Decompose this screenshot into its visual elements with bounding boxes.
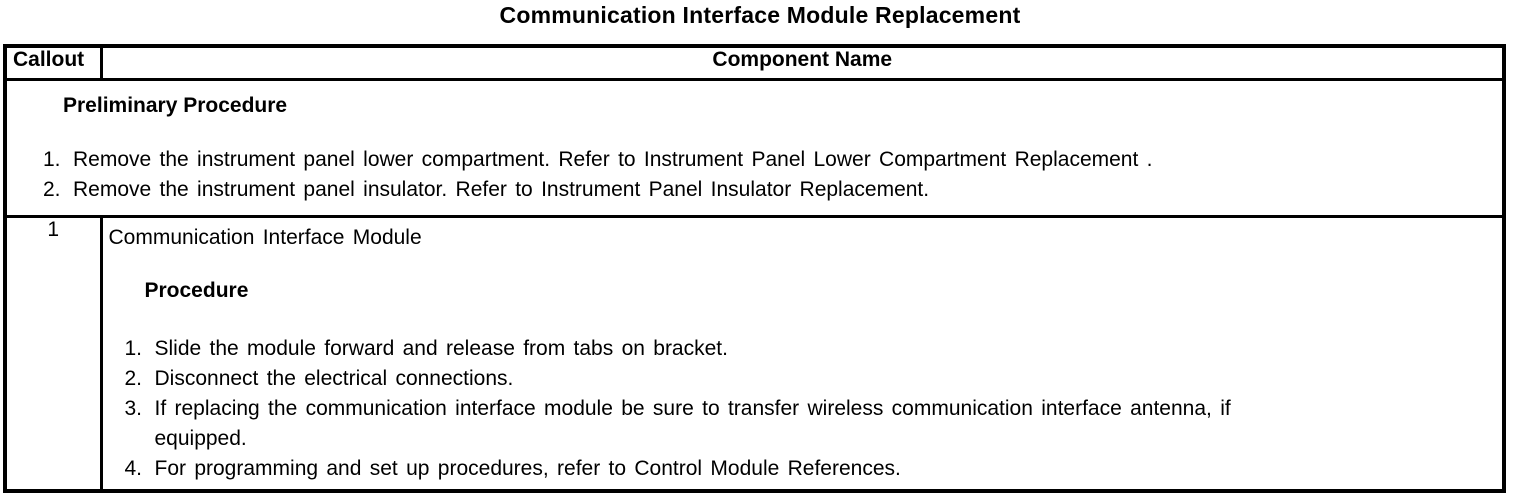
procedure-step: 4. For programming and set up procedures… (109, 454, 1495, 484)
step-number: 1. (43, 147, 61, 171)
step-text: Remove the instrument panel lower compar… (73, 147, 1153, 171)
step-text: If replacing the communication interface… (154, 396, 1231, 450)
step-text: Disconnect the electrical connections. (154, 366, 514, 390)
callout-number-cell: 1 (3, 214, 103, 492)
step-text: Remove the instrument panel insulator. R… (73, 177, 930, 201)
step-number: 3. (124, 396, 143, 420)
preliminary-procedure-row: Preliminary Procedure 1. Remove the inst… (3, 77, 1506, 218)
procedure-heading: Procedure (144, 278, 249, 302)
step-number: 1. (124, 336, 143, 360)
preliminary-step: 1. Remove the instrument panel lower com… (7, 145, 1494, 175)
preliminary-step: 2. Remove the instrument panel insulator… (7, 175, 1494, 205)
step-text: Slide the module forward and release fro… (154, 336, 728, 360)
procedure-step: 2. Disconnect the electrical connections… (109, 364, 1495, 394)
step-number: 2. (124, 366, 143, 390)
procedure-step-list: 1. Slide the module forward and release … (109, 334, 1495, 484)
callout-column-header: Callout (3, 44, 103, 81)
procedure-step: 1. Slide the module forward and release … (109, 334, 1495, 364)
component-table: Callout Component Name Preliminary Proce… (3, 44, 1506, 493)
preliminary-procedure-heading: Preliminary Procedure (63, 93, 288, 117)
table-header-row: Callout Component Name (3, 44, 1506, 81)
component-detail-cell: Communication Interface Module Procedure… (99, 214, 1506, 492)
step-number: 2. (43, 177, 61, 201)
preliminary-step-list: 1. Remove the instrument panel lower com… (7, 145, 1494, 205)
component-name: Communication Interface Module (108, 225, 422, 249)
step-number: 4. (124, 456, 143, 480)
procedure-step: 3. If replacing the communication interf… (109, 394, 1495, 454)
step-text: For programming and set up procedures, r… (154, 456, 901, 480)
page-title: Communication Interface Module Replaceme… (499, 2, 1021, 28)
preliminary-procedure-cell: Preliminary Procedure 1. Remove the inst… (3, 77, 1506, 218)
component-name-column-header: Component Name (99, 44, 1506, 81)
component-row: 1 Communication Interface Module Procedu… (3, 214, 1506, 492)
